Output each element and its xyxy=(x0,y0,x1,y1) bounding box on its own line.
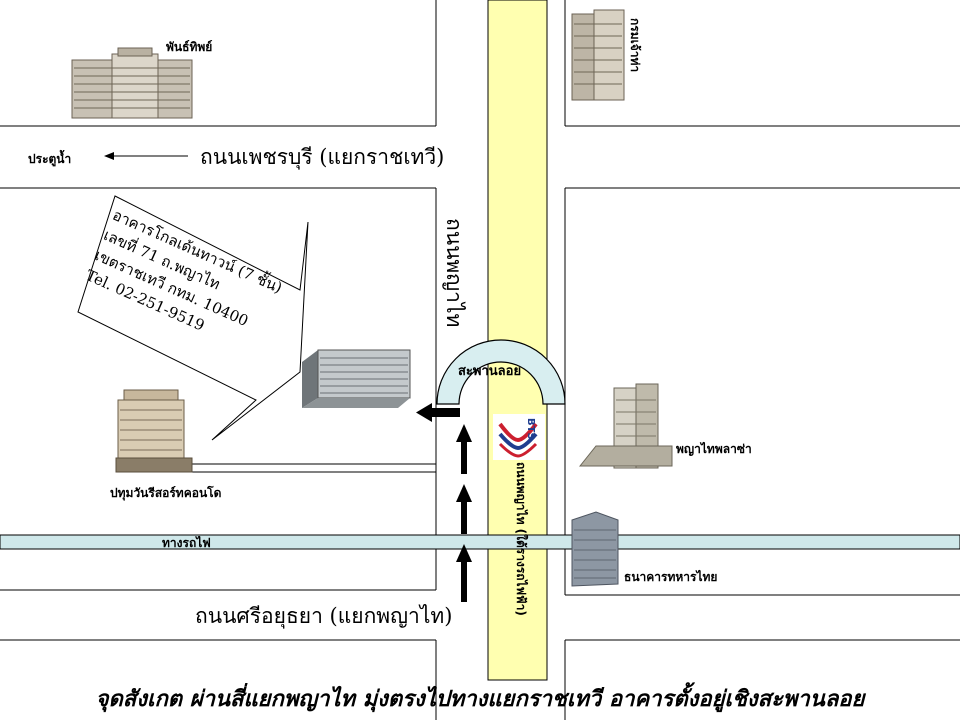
landmark-caption: จุดสังเกต ผ่านสี่แยกพญาไท มุ่งตรงไปทางแย… xyxy=(95,686,865,712)
military-bank-building-icon xyxy=(571,511,619,587)
north-arrow xyxy=(456,484,472,534)
top-right-building-icon xyxy=(571,9,625,101)
top-right-building-label: กรมเจ้าท่า xyxy=(628,18,642,73)
phaya-thai-road-label: ถนนพญาไท xyxy=(442,218,466,328)
phaya-thai-under-bts-label: ถนนพญาไท (ใต้รางรถไฟฟ้า) xyxy=(514,462,528,616)
turn-left-arrow xyxy=(416,403,460,422)
north-arrow xyxy=(456,424,472,474)
address-callout xyxy=(77,195,309,441)
phayathai-plaza-building-icon xyxy=(578,383,673,469)
side-road xyxy=(185,463,437,473)
north-arrow xyxy=(456,544,472,602)
bts-logo-text: BTS xyxy=(525,418,536,440)
golden-town-building-icon xyxy=(302,349,411,408)
overpass-label: สะพานลอย xyxy=(458,364,522,379)
phetchaburi-road-label: ถนนเพชรบุรี (แยกราชเทวี) xyxy=(200,145,445,169)
bts-logo-icon xyxy=(493,414,545,460)
pathumwan-building-icon xyxy=(115,389,193,473)
military-bank-label: ธนาคารทหารไทย xyxy=(624,570,718,584)
railway-track xyxy=(0,534,960,550)
pratunam-arrow xyxy=(104,152,188,160)
si-ayutthaya-road-label: ถนนศรีอยุธยา (แยกพญาไท) xyxy=(195,604,453,628)
pathumwan-label: ปทุมวันรีสอร์ทคอนโด xyxy=(110,486,222,500)
pantip-building-icon xyxy=(71,47,193,119)
direction-arrows xyxy=(416,403,472,602)
phayathai-plaza-label: พญาไทพลาซ่า xyxy=(676,442,752,456)
pratunam-label: ประตูน้ำ xyxy=(28,152,72,166)
overpass-arc xyxy=(436,339,566,405)
railway-label: ทางรถไฟ xyxy=(162,536,211,550)
pantip-label: พันธ์ทิพย์ xyxy=(166,40,213,54)
